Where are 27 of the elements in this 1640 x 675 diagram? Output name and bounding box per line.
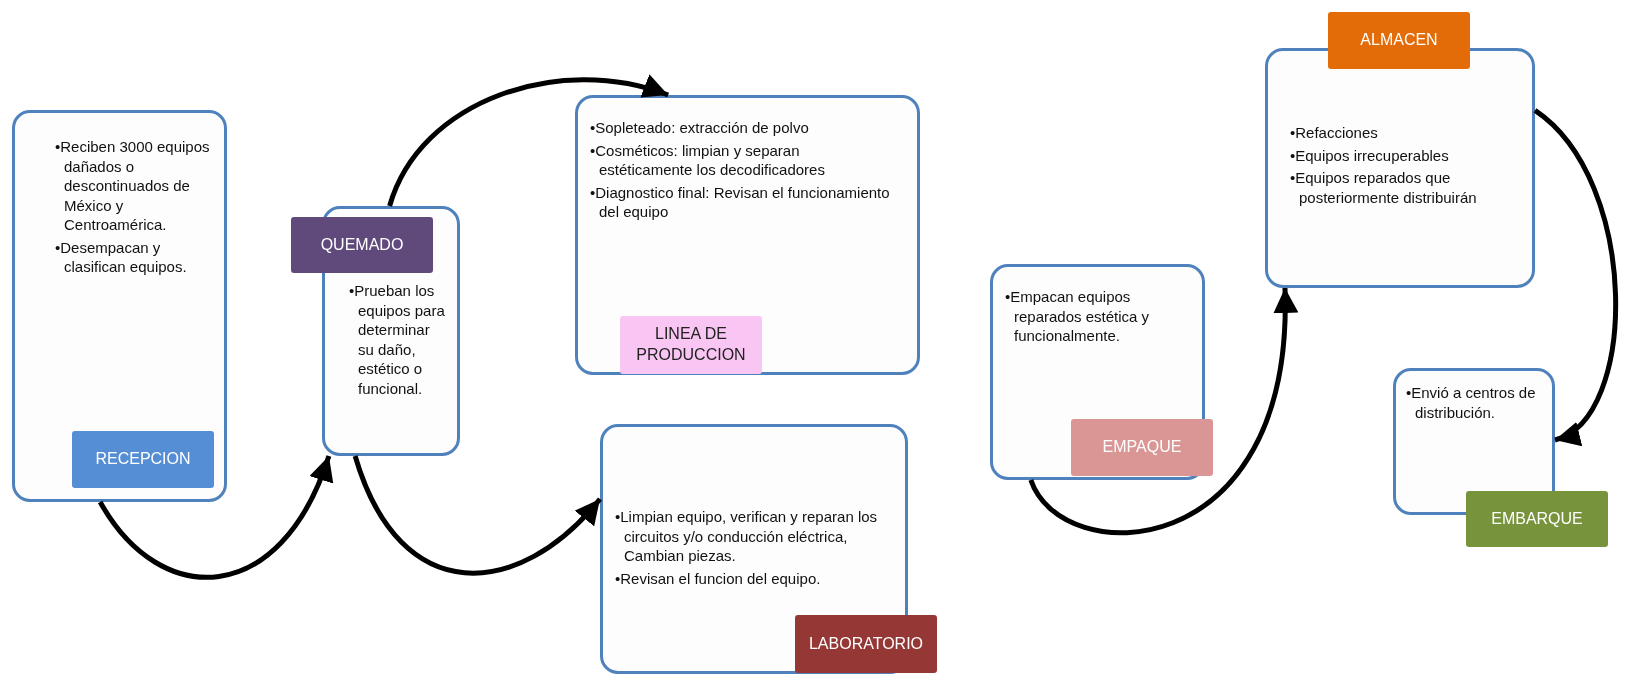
curved-arrow (98, 455, 332, 580)
stage-label: LABORATORIO (795, 615, 937, 673)
curved-arrow (387, 75, 669, 207)
stage-label: EMBARQUE (1466, 491, 1608, 547)
bullet-text: •Cosméticos: limpian y separan estéticamente los decodificadores (590, 140, 826, 180)
stage-label: ALMACEN (1328, 12, 1470, 69)
curved-arrow (1028, 287, 1297, 535)
bullet-text: •Empacan equipos reparados estética y funcionalmente. (1005, 287, 1151, 346)
bullet-text: •Desempacan y clasifican equipos. (55, 237, 188, 277)
bullet-text: •Revisan el funcion del equipo. (615, 568, 822, 588)
bullet-text: •Sopleteado: extracción de polvo (590, 118, 810, 138)
stage-label: QUEMADO (291, 217, 433, 273)
stage-label: LINEA DE PRODUCCION (620, 316, 762, 374)
stage-label: RECEPCION (72, 431, 214, 488)
bullet-text: •Reciben 3000 equipos dañados o descontinuados de México y Centroamérica. (55, 137, 210, 235)
bullet-text: •Equipos irrecuperables (1290, 145, 1450, 165)
bullet-text: •Envió a centros de distribución. (1406, 383, 1536, 422)
curved-arrow (1533, 108, 1618, 443)
curved-arrow (352, 455, 602, 576)
bullet-text: •Equipos reparados que posteriormente distribuirán (1290, 168, 1478, 207)
bullet-text: •Diagnostico final: Revisan el funcionamiento del equipo (590, 182, 890, 222)
stage-label: EMPAQUE (1071, 419, 1213, 476)
process-card (12, 110, 227, 502)
process-card (575, 95, 920, 375)
bullet-text: •Refacciones (1290, 123, 1379, 143)
bullet-text: •Prueban los equipos para determinar su daño, estético o funcional. (349, 281, 446, 398)
bullet-text: •Limpian equipo, verifican y reparan los circuitos y/o conducción eléctrica, Cambian piezas. (615, 507, 879, 566)
